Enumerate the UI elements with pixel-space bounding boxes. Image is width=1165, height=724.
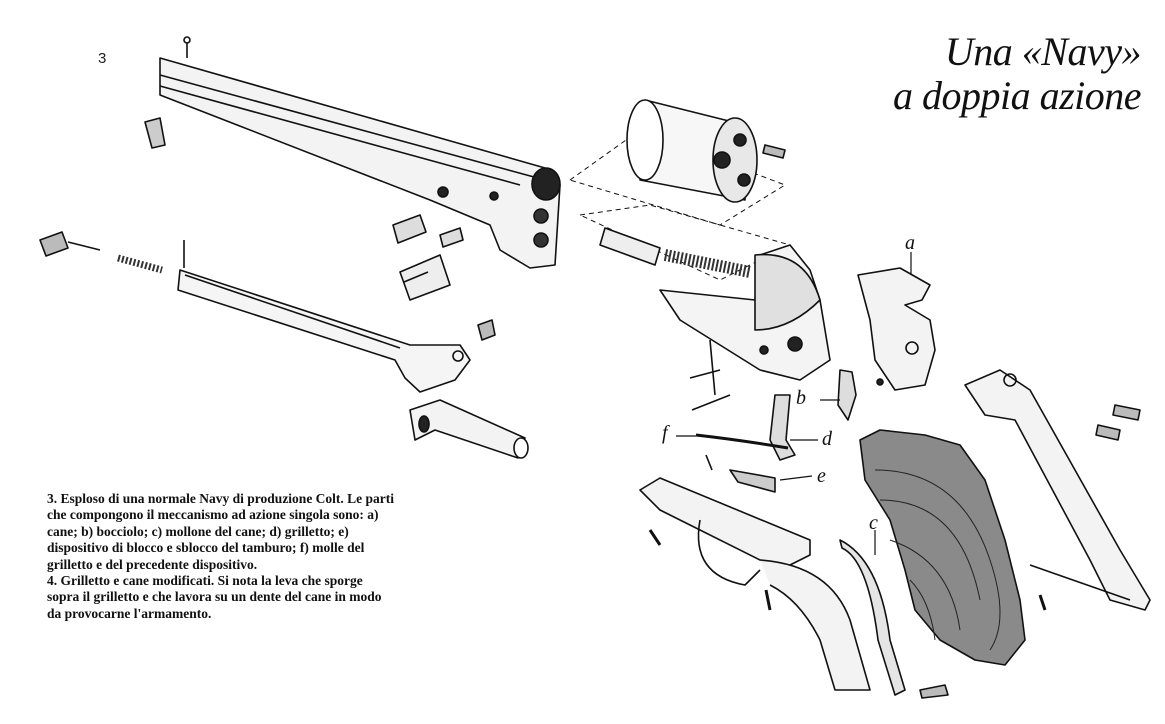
caption-figure-4: 4. Grilletto e cane modificati. Si nota … xyxy=(47,573,382,621)
trigger-guard xyxy=(639,477,871,691)
bolt xyxy=(729,469,776,493)
wooden-grips xyxy=(859,429,1026,666)
rammer-plunger xyxy=(409,399,529,459)
backstrap xyxy=(919,369,1151,699)
frame xyxy=(659,244,831,411)
figure-caption: 3. Esploso di una normale Navy di produz… xyxy=(47,491,397,622)
title-line-1: Una «Navy» xyxy=(944,29,1142,74)
part-label-d: d xyxy=(822,428,832,450)
front-sight xyxy=(144,117,166,149)
wedge-pin xyxy=(39,231,163,274)
part-label-e: e xyxy=(817,465,826,487)
hammer xyxy=(857,267,936,391)
label-arrows xyxy=(676,252,912,555)
cylinder xyxy=(569,99,786,226)
trigger-spring xyxy=(695,433,789,450)
part-label-f: f xyxy=(662,422,668,444)
title-line-2: a doppia azione xyxy=(892,73,1142,118)
caption-figure-3: 3. Esploso di una normale Navy di produz… xyxy=(47,491,395,572)
part-label-b: b xyxy=(796,387,806,409)
part-label-a: a xyxy=(905,232,915,254)
trigger xyxy=(769,394,796,461)
page-title: Una «Navy» a doppia azione xyxy=(892,29,1142,118)
barrel-screws xyxy=(392,214,464,301)
hand-part xyxy=(837,369,857,421)
part-label-c: c xyxy=(869,512,878,534)
loading-lever xyxy=(177,240,496,393)
figure-number: 3 xyxy=(98,50,107,67)
barrel xyxy=(159,36,561,269)
mainspring xyxy=(839,539,906,696)
